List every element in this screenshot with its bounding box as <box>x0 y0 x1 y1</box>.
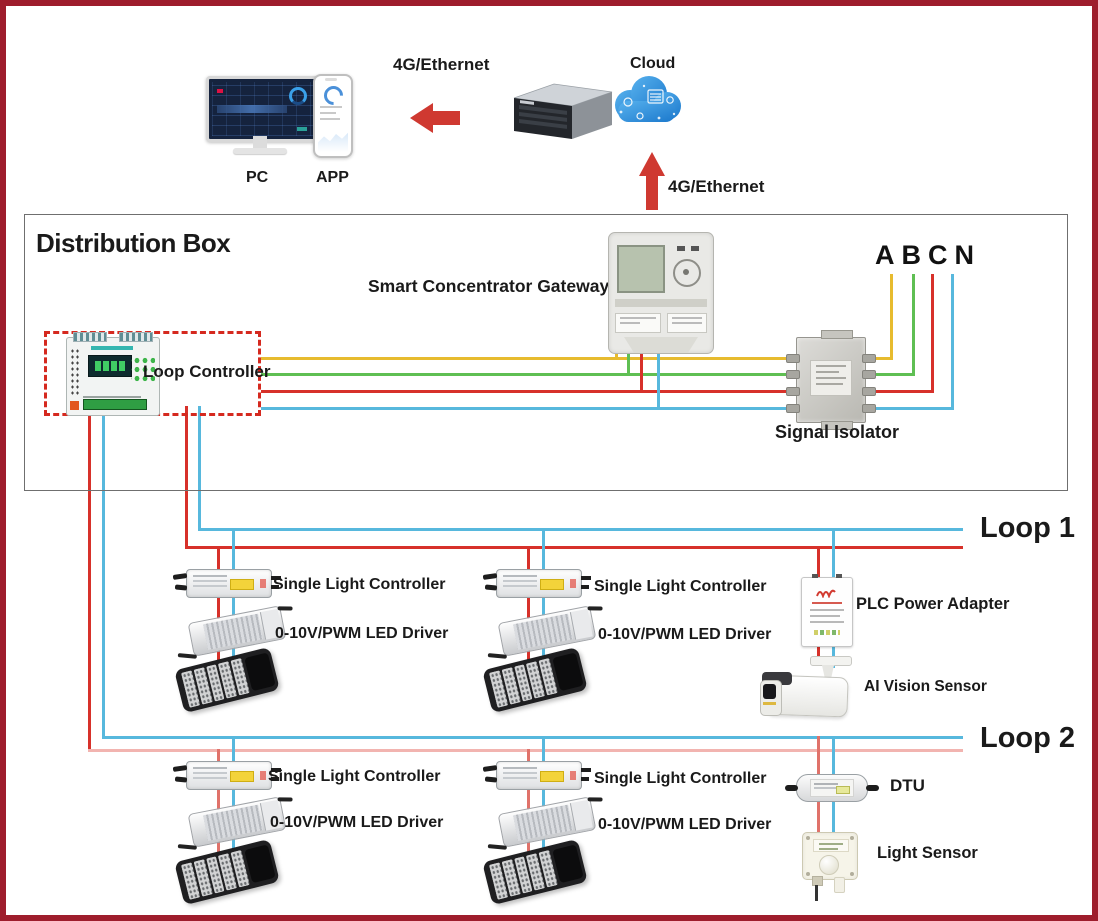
wire-drop <box>542 528 545 686</box>
device-label: 0-10V/PWM LED Driver <box>598 816 772 833</box>
app-label: APP <box>316 169 349 186</box>
wire-loop1-bus-red <box>185 546 963 549</box>
wire-drop <box>527 749 530 863</box>
device-label: Single Light Controller <box>594 578 767 595</box>
plc-power-adapter-icon <box>801 574 853 647</box>
wire-phase-a-horizontal <box>261 357 801 360</box>
smartphone-icon <box>313 74 353 158</box>
link-right-label: 4G/Ethernet <box>668 177 765 196</box>
device-label: Single Light Controller <box>594 770 767 787</box>
device-label: Single Light Controller <box>268 768 441 785</box>
single-light-controller-icon <box>172 569 281 598</box>
loop-controller-icon <box>66 332 160 416</box>
device-label: DTU <box>890 776 925 795</box>
cloud-label: Cloud <box>630 55 676 72</box>
loop1-label: Loop 1 <box>980 512 1076 544</box>
wire-gateway-c <box>640 346 643 393</box>
wire-phase-b-riser <box>912 274 915 376</box>
arrow-up-icon <box>639 152 665 215</box>
wire-loop2-feed-blue <box>102 406 105 739</box>
monitor-stand <box>253 136 267 148</box>
wire-loop1-bus-blue <box>198 528 963 531</box>
pc-label: PC <box>246 169 269 186</box>
device-label: PLC Power Adapter <box>856 595 1010 613</box>
phase-abcn-label: ABCN <box>875 240 981 270</box>
single-light-controller-icon <box>482 761 591 790</box>
wire-loop2-feed-red <box>88 406 91 752</box>
wire-loop1-feed-red <box>185 406 188 549</box>
led-driver-icon <box>487 605 603 659</box>
signal-isolator-label: Signal Isolator <box>775 422 900 442</box>
distribution-box-outline <box>24 214 1068 491</box>
device-label: Single Light Controller <box>273 576 446 593</box>
single-light-controller-icon <box>172 761 281 790</box>
wire-phase-n-riser <box>951 274 954 410</box>
wire-drop <box>217 546 220 670</box>
wire-phase-n-stub <box>862 407 954 410</box>
signal-isolator-icon <box>786 330 876 430</box>
wire-phase-c-horizontal <box>261 390 801 393</box>
server-icon <box>511 80 616 149</box>
loop-controller-label: Loop Controller <box>143 362 271 381</box>
cloud-icon <box>604 74 686 135</box>
device-label: 0-10V/PWM LED Driver <box>270 814 444 831</box>
wire-loop1-feed-blue <box>198 406 201 531</box>
pc-monitor-icon <box>206 76 320 142</box>
ai-camera-icon <box>758 654 854 726</box>
wire-drop <box>527 546 530 670</box>
smart-concentrator-gateway-icon <box>608 232 714 354</box>
light-sensor-icon <box>802 832 858 901</box>
dtu-icon <box>785 774 879 802</box>
led-driver-icon <box>487 796 603 850</box>
wire-gateway-n <box>657 346 660 410</box>
device-label: AI Vision Sensor <box>864 678 987 695</box>
distribution-box-title: Distribution Box <box>36 228 231 258</box>
gateway-label: Smart Concentrator Gateway <box>368 276 610 296</box>
wire-phase-n-horizontal <box>261 407 801 410</box>
monitor-base <box>233 148 287 154</box>
arrow-left-icon <box>410 102 460 139</box>
led-driver-icon <box>177 605 293 659</box>
wire-phase-c-riser <box>931 274 934 393</box>
link-left-label: 4G/Ethernet <box>393 55 490 74</box>
loop2-label: Loop 2 <box>980 722 1076 754</box>
device-label: 0-10V/PWM LED Driver <box>275 625 449 642</box>
wire-phase-c-stub <box>862 390 934 393</box>
wire-loop2-bus-red <box>88 749 963 752</box>
wire-drop <box>217 749 220 863</box>
wire-phase-b-horizontal <box>261 373 801 376</box>
device-label: 0-10V/PWM LED Driver <box>598 626 772 643</box>
wire-phase-b-stub <box>862 373 915 376</box>
wire-phase-a-riser <box>890 274 893 360</box>
wire-gateway-b <box>627 346 630 376</box>
single-light-controller-icon <box>482 569 591 598</box>
wire-drop <box>232 528 235 686</box>
wire-loop2-bus-blue <box>102 736 963 739</box>
device-label: Light Sensor <box>877 844 978 862</box>
wire-phase-a-stub <box>862 357 893 360</box>
